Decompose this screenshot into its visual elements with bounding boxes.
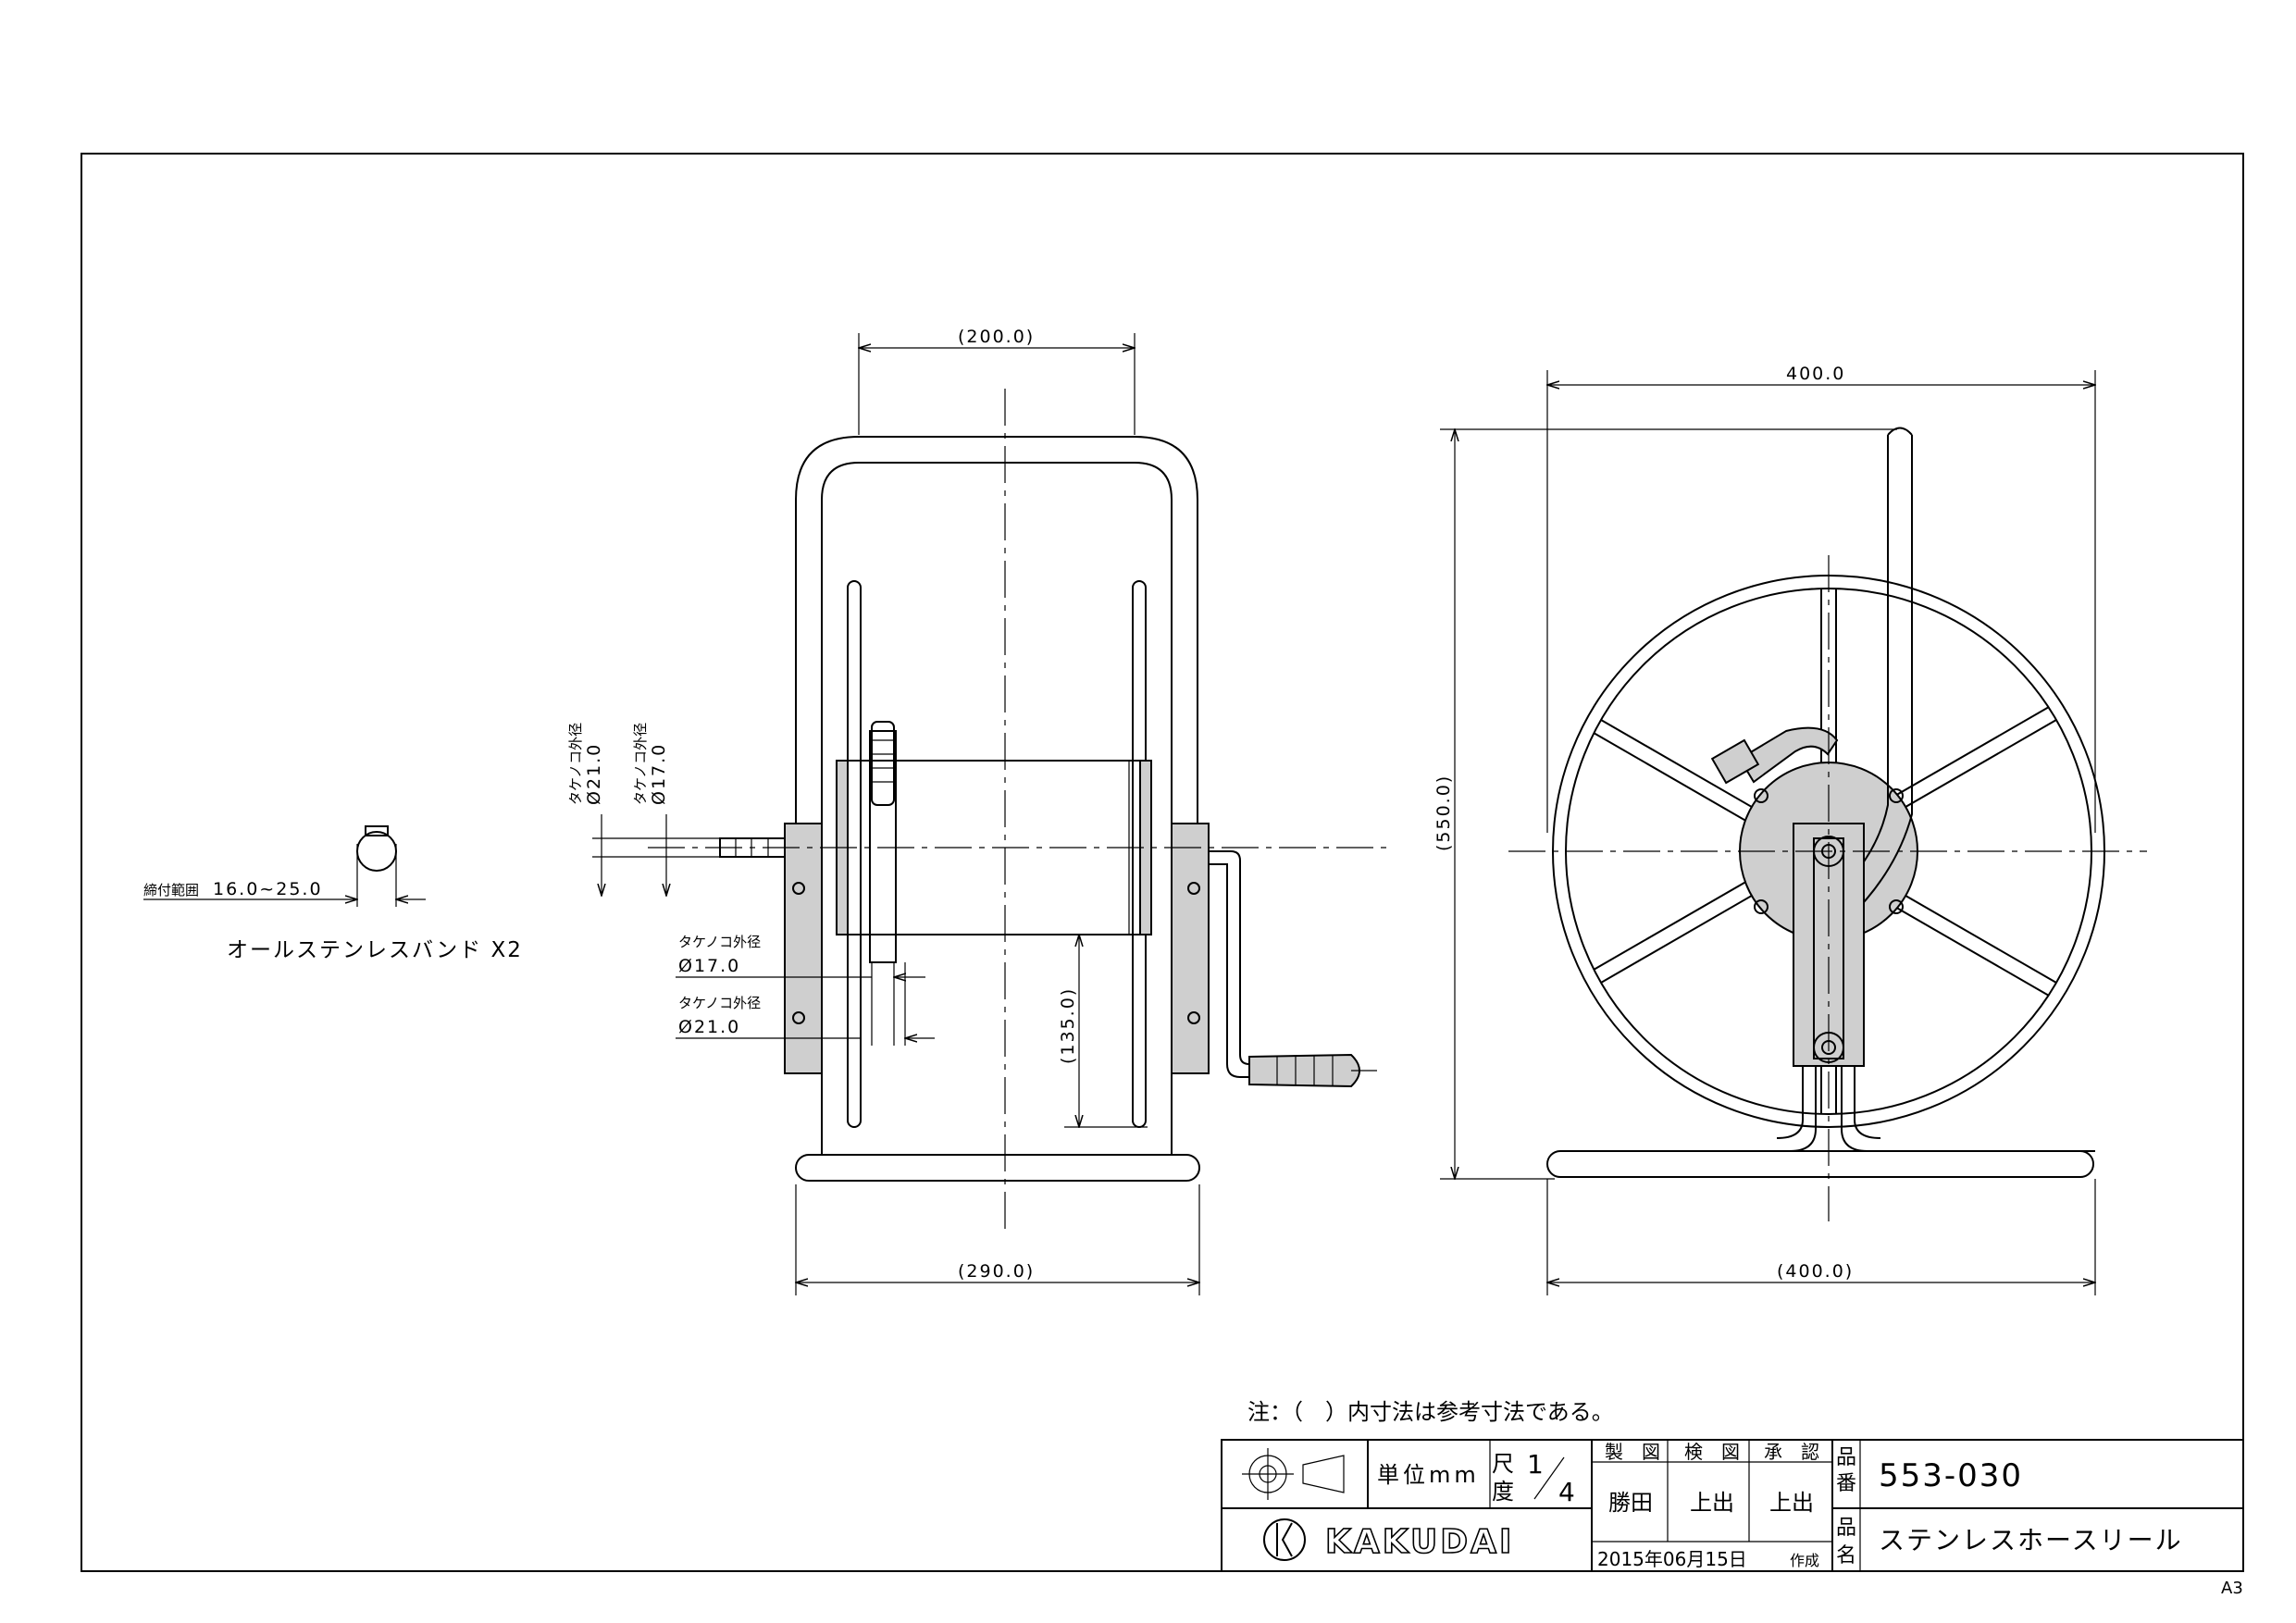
part-name: ステンレスホースリール [1879, 1525, 2183, 1555]
created-label: 作成 [1790, 1552, 1819, 1569]
part-no-label-2: 番 [1836, 1472, 1856, 1495]
hub-d17-dim: Ø17.0 [678, 956, 740, 976]
front-height-135-dim: (135.0) [1058, 987, 1078, 1064]
part-name-label-2: 名 [1836, 1544, 1856, 1567]
reference-note: 注：（ ）内寸法は参考寸法である。 [1247, 1399, 1614, 1425]
band-caption: オールステンレスバンド X2 [227, 938, 523, 962]
hub-d21-dim: Ø21.0 [678, 1017, 740, 1037]
nozzle-label-a: タケノコ外径 [567, 723, 584, 805]
sheet-size-label: A3 [2221, 1579, 2243, 1598]
drawing-date: 2015年06月15日 [1597, 1548, 1747, 1570]
scale-numerator: 1 [1527, 1449, 1544, 1480]
unit-label: 単位mm [1377, 1462, 1480, 1488]
title-block: 単位mm 尺 度 1 4 製 図 検 図 承 認 勝田 上出 上出 2015年0… [1221, 1439, 2244, 1572]
part-name-label-1: 品 [1836, 1517, 1856, 1540]
drawn-by: 勝田 [1608, 1490, 1653, 1516]
approved-header: 承 認 [1764, 1441, 1819, 1463]
side-bottom-width-dim: (400.0) [1777, 1261, 1854, 1282]
checked-header: 検 図 [1684, 1441, 1740, 1463]
drawn-header: 製 図 [1605, 1441, 1660, 1463]
band-range-value: 16.0~25.0 [213, 879, 323, 899]
part-number: 553-030 [1879, 1457, 2023, 1494]
scale-label-2: 度 [1492, 1479, 1514, 1505]
band-detail: 締付範囲 16.0~25.0 オールステンレスバンド X2 [143, 825, 523, 962]
scale-label-1: 尺 [1492, 1451, 1514, 1477]
nozzle-d21-dim: Ø21.0 [584, 743, 604, 805]
checked-by: 上出 [1690, 1490, 1734, 1516]
side-view: 400.0 (400.0) (550.0) [1433, 364, 2147, 1295]
scale-denominator: 4 [1558, 1477, 1575, 1507]
nozzle-d17-dim: Ø17.0 [649, 743, 669, 805]
side-height-dim: (550.0) [1433, 774, 1454, 851]
front-top-width-dim: (200.0) [958, 327, 1035, 347]
brand-name: KAKUDAI [1325, 1523, 1514, 1561]
hub-label-1: タケノコ外径 [678, 934, 761, 950]
part-no-label-1: 品 [1836, 1446, 1856, 1469]
third-angle-projection-icon [1242, 1448, 1345, 1500]
sheet-border [81, 153, 2244, 1572]
side-top-width-dim: 400.0 [1786, 364, 1845, 384]
kakudai-logo: KAKUDAI [1263, 1518, 1514, 1562]
hub-label-2: タケノコ外径 [678, 995, 761, 1011]
band-range-label: 締付範囲 [143, 882, 199, 898]
front-bottom-width-dim: (290.0) [958, 1261, 1035, 1282]
nozzle-label-b: タケノコ外径 [632, 723, 649, 805]
front-view: (200.0) (290.0) (135.0) タケノコ外径 Ø21.0 タケノ… [567, 327, 1388, 1295]
approved-by: 上出 [1769, 1490, 1814, 1516]
